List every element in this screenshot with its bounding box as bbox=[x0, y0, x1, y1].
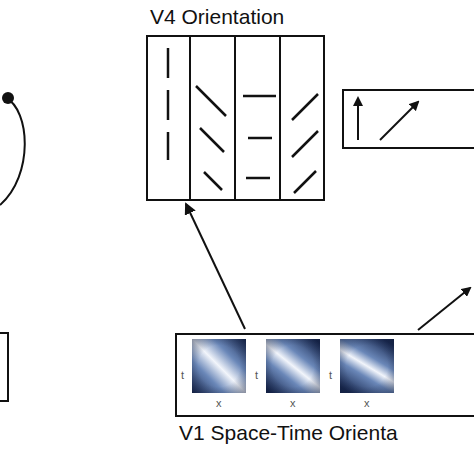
pathway-arrow bbox=[186, 204, 245, 329]
axis-label: t bbox=[181, 370, 184, 381]
motion-box bbox=[343, 90, 474, 148]
partial-box bbox=[0, 333, 8, 401]
area-title: V4 Orientation bbox=[150, 5, 284, 29]
area-box: V4 Orientation bbox=[146, 35, 325, 201]
axis-label: x bbox=[364, 398, 370, 409]
axis-label: x bbox=[290, 398, 296, 409]
axis-label: x bbox=[216, 398, 222, 409]
pathway-arrow bbox=[418, 288, 470, 330]
area-title: V1 Space-Time Orienta bbox=[179, 421, 398, 445]
axis-label: t bbox=[255, 370, 258, 381]
loop-symbol bbox=[0, 92, 25, 205]
space-time-filters bbox=[192, 339, 394, 393]
axis-label: t bbox=[329, 370, 332, 381]
panel-dividers bbox=[190, 35, 280, 201]
oriented-bars bbox=[168, 48, 318, 193]
